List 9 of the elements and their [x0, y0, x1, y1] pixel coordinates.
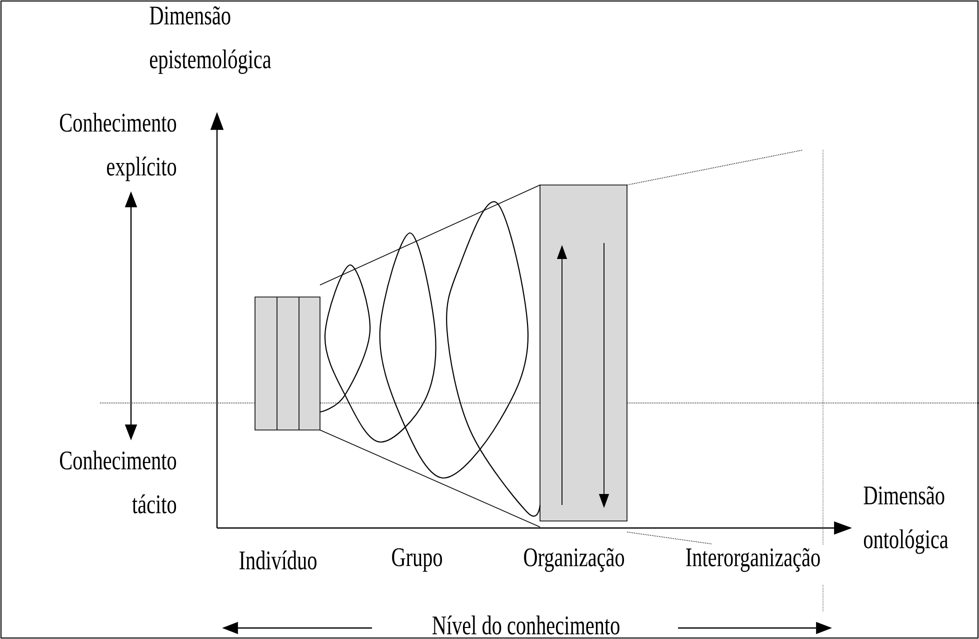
- axis-caption: Nível do conhecimento: [432, 616, 620, 634]
- axis-title: Dimensão ontológica: [864, 486, 948, 554]
- axis-pole-label: Conhecimento explícito: [60, 112, 176, 182]
- level-label: Organização: [524, 548, 624, 572]
- axis-pole-label: Conhecimento tácito: [60, 450, 176, 514]
- axis-title: Dimensão epistemológica: [150, 6, 272, 74]
- level-label: Indivíduo: [240, 550, 316, 570]
- level-label: Interorganização: [686, 548, 820, 572]
- level-label: Grupo: [392, 548, 442, 572]
